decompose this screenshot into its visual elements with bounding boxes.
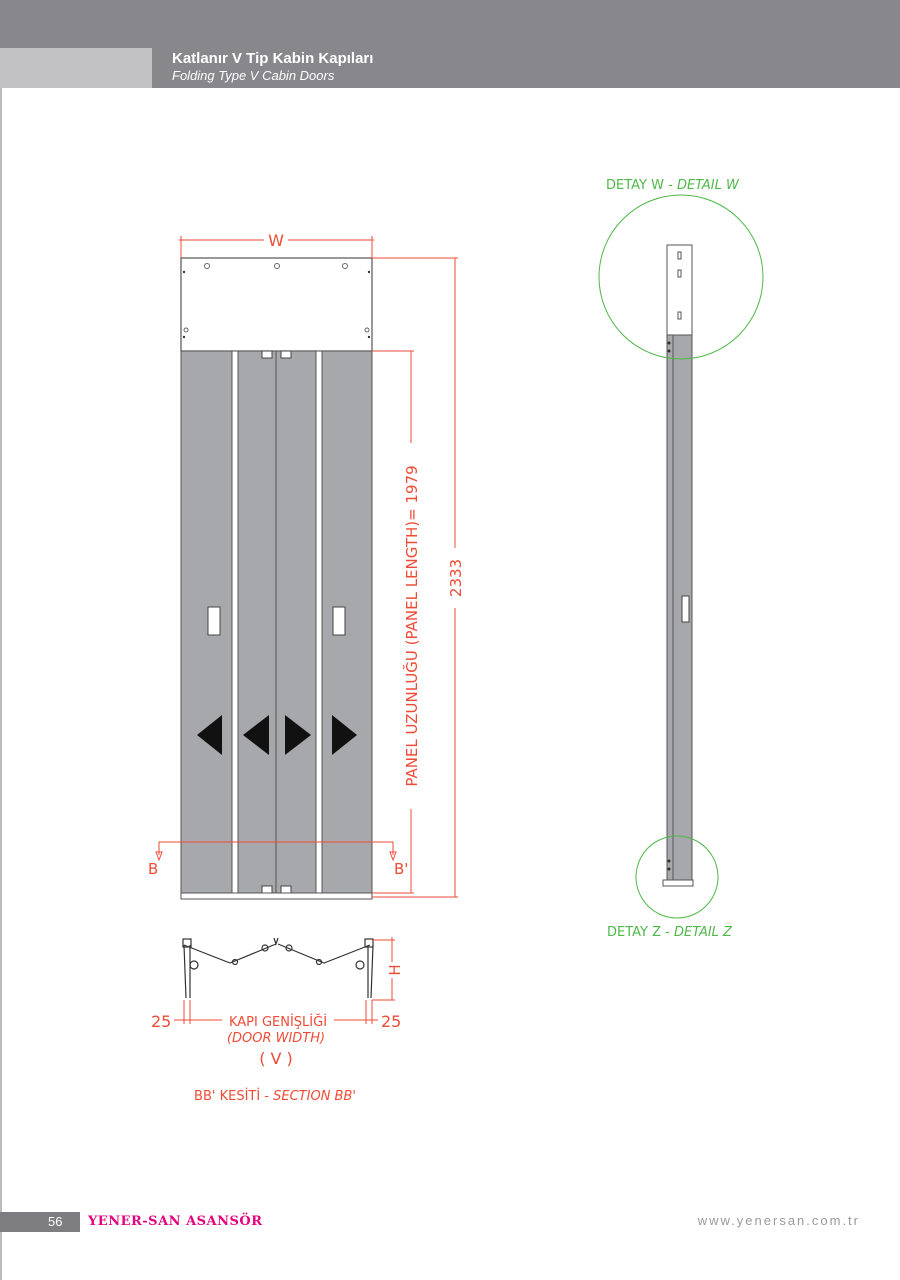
door-elevation [180, 257, 373, 900]
panel-length-label: PANEL UZUNLUĞU (PANEL LENGTH)= 1979 [402, 465, 421, 786]
footer-page-box [0, 1212, 80, 1232]
section-marker-b-prime: B' [394, 860, 408, 878]
detail-w-label: DETAY W - DETAIL W [606, 178, 740, 193]
door-width-en: (DOOR WIDTH) [227, 1031, 325, 1046]
page-subtitle: Folding Type V Cabin Doors [172, 68, 335, 83]
width-label: W [268, 231, 284, 250]
section-marker-b: B [148, 860, 158, 878]
offset-right-label: 25 [381, 1012, 401, 1031]
section-caption: BB' KESİTİ - SECTION BB' [194, 1088, 356, 1104]
header-box [180, 257, 373, 352]
side-view [662, 244, 694, 887]
brand-logo: YENER-SAN ASANSÖR [88, 1214, 263, 1229]
detail-w-circle [598, 194, 764, 360]
h-label: H [386, 964, 404, 975]
door-width-tr: KAPI GENİŞLİĞİ [229, 1014, 327, 1030]
direction-arrows [197, 715, 357, 755]
total-height-label: 2333 [447, 559, 465, 597]
offset-left-label: 25 [151, 1012, 171, 1031]
page-number: 56 [48, 1214, 63, 1229]
page-title: Katlanır V Tip Kabin Kapıları [172, 50, 374, 67]
section-bb-drawing [182, 937, 374, 999]
left-margin-rule [0, 88, 2, 1280]
detail-z-circle [635, 835, 719, 919]
door-width-symbol: ( V ) [259, 1049, 293, 1068]
website-url[interactable]: www.yenersan.com.tr [697, 1213, 860, 1228]
detail-z-label: DETAY Z - DETAIL Z [607, 925, 733, 940]
header-accent-block [0, 48, 152, 88]
